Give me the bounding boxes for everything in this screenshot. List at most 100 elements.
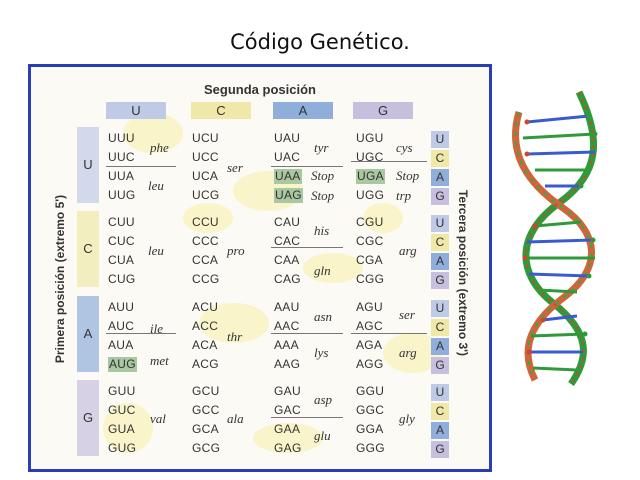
codon-cell: CCU: [192, 215, 219, 229]
amino-acid-met: met: [150, 353, 169, 368]
amino-acid-trp: trp: [396, 188, 412, 203]
third-base-g: G: [431, 441, 449, 458]
background-blob: [123, 113, 183, 153]
amino-acid-stop: Stop: [396, 168, 420, 183]
codon-cell: GAG: [274, 441, 302, 455]
amino-acid-asp: asp: [314, 392, 333, 407]
amino-acid-stop: Stop: [311, 168, 335, 183]
separator-line: [351, 161, 427, 162]
codon-cell: ACC: [192, 319, 219, 333]
third-base-c: C: [431, 403, 449, 420]
codon-cell: CAA: [274, 253, 300, 267]
codon-cell: CAG: [274, 272, 301, 286]
amino-acid-cys: cys: [396, 140, 413, 155]
codon-cell: UCC: [192, 150, 219, 164]
codon-cell: UAG: [274, 188, 303, 203]
third-base-u: U: [431, 131, 449, 148]
background-blob: [253, 423, 323, 453]
second-base-g: G: [353, 102, 413, 119]
amino-acid-phe: phe: [150, 140, 169, 155]
amino-acid-asn: asn: [314, 309, 333, 324]
third-base-a: A: [431, 169, 449, 186]
codon-cell: GCU: [192, 384, 220, 398]
amino-acid-leu: leu: [148, 178, 164, 193]
codon-cell: ACG: [192, 357, 219, 371]
amino-acid-ile: ile: [150, 321, 163, 336]
amino-acid-gly: gly: [399, 411, 415, 426]
codon-cell: CGG: [356, 272, 385, 286]
third-base-g: G: [431, 272, 449, 289]
codon-cell: GCC: [192, 403, 220, 417]
third-base-g: G: [431, 188, 449, 205]
codon-cell: UAC: [274, 150, 301, 164]
third-base-u: U: [431, 215, 449, 232]
codon-cell: GGA: [356, 422, 384, 436]
codon-cell: GAC: [274, 403, 301, 417]
codon-cell: CGC: [356, 234, 384, 248]
codon-cell: AAG: [274, 357, 301, 371]
codon-cell: GGC: [356, 403, 385, 417]
third-base-a: A: [431, 253, 449, 270]
first-base-u: U: [83, 157, 93, 172]
amino-acid-lys: lys: [314, 345, 329, 360]
first-base-fill: [77, 380, 99, 456]
codon-cell: CUU: [108, 215, 135, 229]
amino-acid-val: val: [150, 411, 166, 426]
separator-line: [271, 166, 343, 167]
amino-acid-ser: ser: [227, 160, 243, 175]
codon-cell: AUC: [108, 319, 135, 333]
codon-cell: AGA: [356, 338, 383, 352]
codon-cell: UCA: [192, 169, 219, 183]
codon-cell: UGC: [356, 150, 384, 164]
codon-cell: ACU: [192, 300, 219, 314]
codon-cell: UCG: [192, 188, 220, 202]
codon-cell: AUG: [108, 357, 137, 372]
codon-cell: AGU: [356, 300, 383, 314]
separator-line: [351, 333, 427, 334]
codon-cell: AAA: [274, 338, 299, 352]
amino-acid-stop: Stop: [311, 188, 335, 203]
codon-cell: UUG: [108, 188, 136, 202]
background-blob: [363, 203, 403, 233]
third-position-label: Tercera posición (extremo 3'): [456, 189, 470, 357]
codon-cell: GUG: [108, 441, 137, 455]
codon-cell: CAU: [274, 215, 301, 229]
separator-line: [271, 417, 343, 418]
codon-cell: AAC: [274, 319, 300, 333]
background-blob: [103, 403, 153, 453]
codon-cell: GGG: [356, 441, 385, 455]
amino-acid-his: his: [314, 223, 330, 238]
separator-line: [106, 166, 176, 167]
first-position-label: Primera posición (extremo 5'): [53, 194, 67, 364]
second-base-u: U: [106, 102, 166, 119]
codon-cell: GAU: [274, 384, 301, 398]
amino-acid-arg: arg: [399, 345, 417, 360]
codon-cell: UUC: [108, 150, 135, 164]
separator-line: [106, 333, 176, 334]
codon-cell: CUA: [108, 253, 135, 267]
codon-cell: CGU: [356, 215, 384, 229]
codon-cell: UAU: [274, 131, 301, 145]
amino-acid-glu: glu: [314, 428, 331, 443]
first-base-fill: [77, 211, 99, 287]
codon-cell: AGG: [356, 357, 384, 371]
codon-cell: CUG: [108, 272, 136, 286]
codon-cell: CCA: [192, 253, 219, 267]
third-base-c: C: [431, 319, 449, 336]
codon-cell: UGU: [356, 131, 384, 145]
amino-acid-gln: gln: [314, 263, 331, 278]
background-blob: [303, 253, 363, 283]
slide-title: Código Genético.: [230, 30, 410, 54]
codon-cell: GGU: [356, 384, 385, 398]
first-base-fill: [77, 127, 99, 203]
third-base-a: A: [431, 338, 449, 355]
codon-cell: AAU: [274, 300, 300, 314]
second-base-a: A: [273, 102, 333, 119]
codon-cell: UGA: [356, 169, 385, 184]
amino-acid-leu: leu: [148, 243, 164, 258]
amino-acid-thr: thr: [227, 329, 243, 344]
codon-cell: CCG: [192, 272, 220, 286]
first-base-fill: [77, 296, 99, 372]
codon-cell: UAA: [274, 169, 302, 184]
